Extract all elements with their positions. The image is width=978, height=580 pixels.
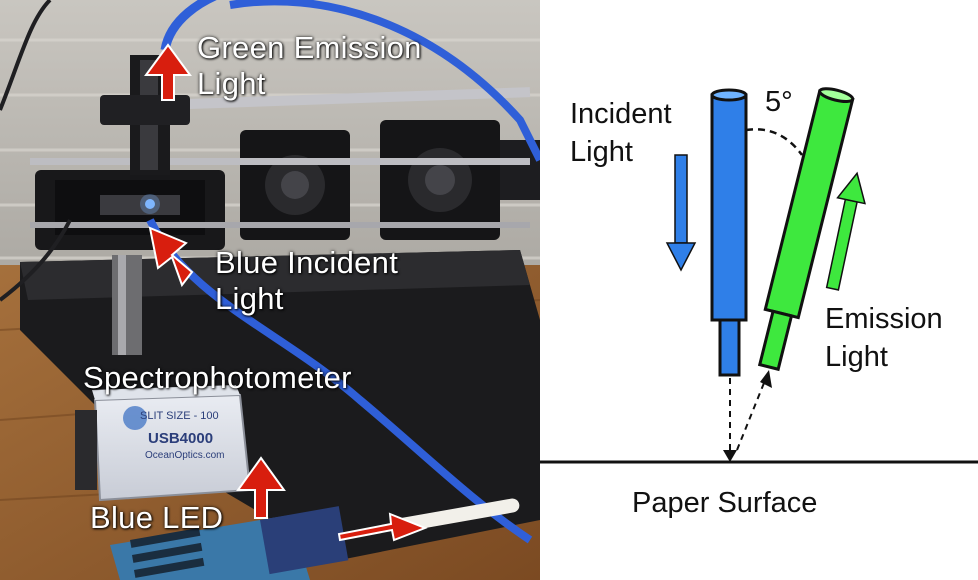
photo-scene bbox=[0, 0, 540, 580]
device-slit-size: SLIT SIZE - 100 bbox=[140, 410, 219, 422]
emission-light-label: Emission Light bbox=[825, 303, 943, 373]
diagram-shapes bbox=[540, 87, 978, 464]
setup-photo: SLIT SIZE - 100 USB4000 OceanOptics.com … bbox=[0, 0, 540, 580]
incident-arrow bbox=[665, 154, 697, 272]
blue-led-label: Blue LED bbox=[90, 500, 224, 535]
blue-led-arrow bbox=[236, 456, 286, 519]
fiber-geometry-diagram: 5° Incident Light Emission Light Paper S… bbox=[540, 0, 978, 580]
angle-arc bbox=[745, 128, 804, 156]
device-website: OceanOptics.com bbox=[145, 450, 225, 461]
emission-ray bbox=[736, 377, 767, 451]
angle-label: 5° bbox=[765, 86, 793, 118]
emission-arrow bbox=[825, 171, 866, 291]
green-emission-label: Green Emission Light bbox=[197, 30, 422, 101]
device-model: USB4000 bbox=[148, 430, 214, 447]
paper-surface-label: Paper Surface bbox=[632, 487, 818, 519]
incident-fiber bbox=[710, 88, 748, 377]
incident-light-label: Incident Light bbox=[570, 98, 672, 168]
green-emission-arrow bbox=[144, 43, 192, 101]
led-output-arrow bbox=[337, 512, 428, 542]
spectrophotometer-label: Spectrophotometer bbox=[83, 360, 352, 395]
blue-incident-label: Blue Incident Light bbox=[215, 245, 399, 316]
emission-fiber bbox=[757, 87, 855, 372]
blue-incident-arrow bbox=[148, 226, 194, 288]
